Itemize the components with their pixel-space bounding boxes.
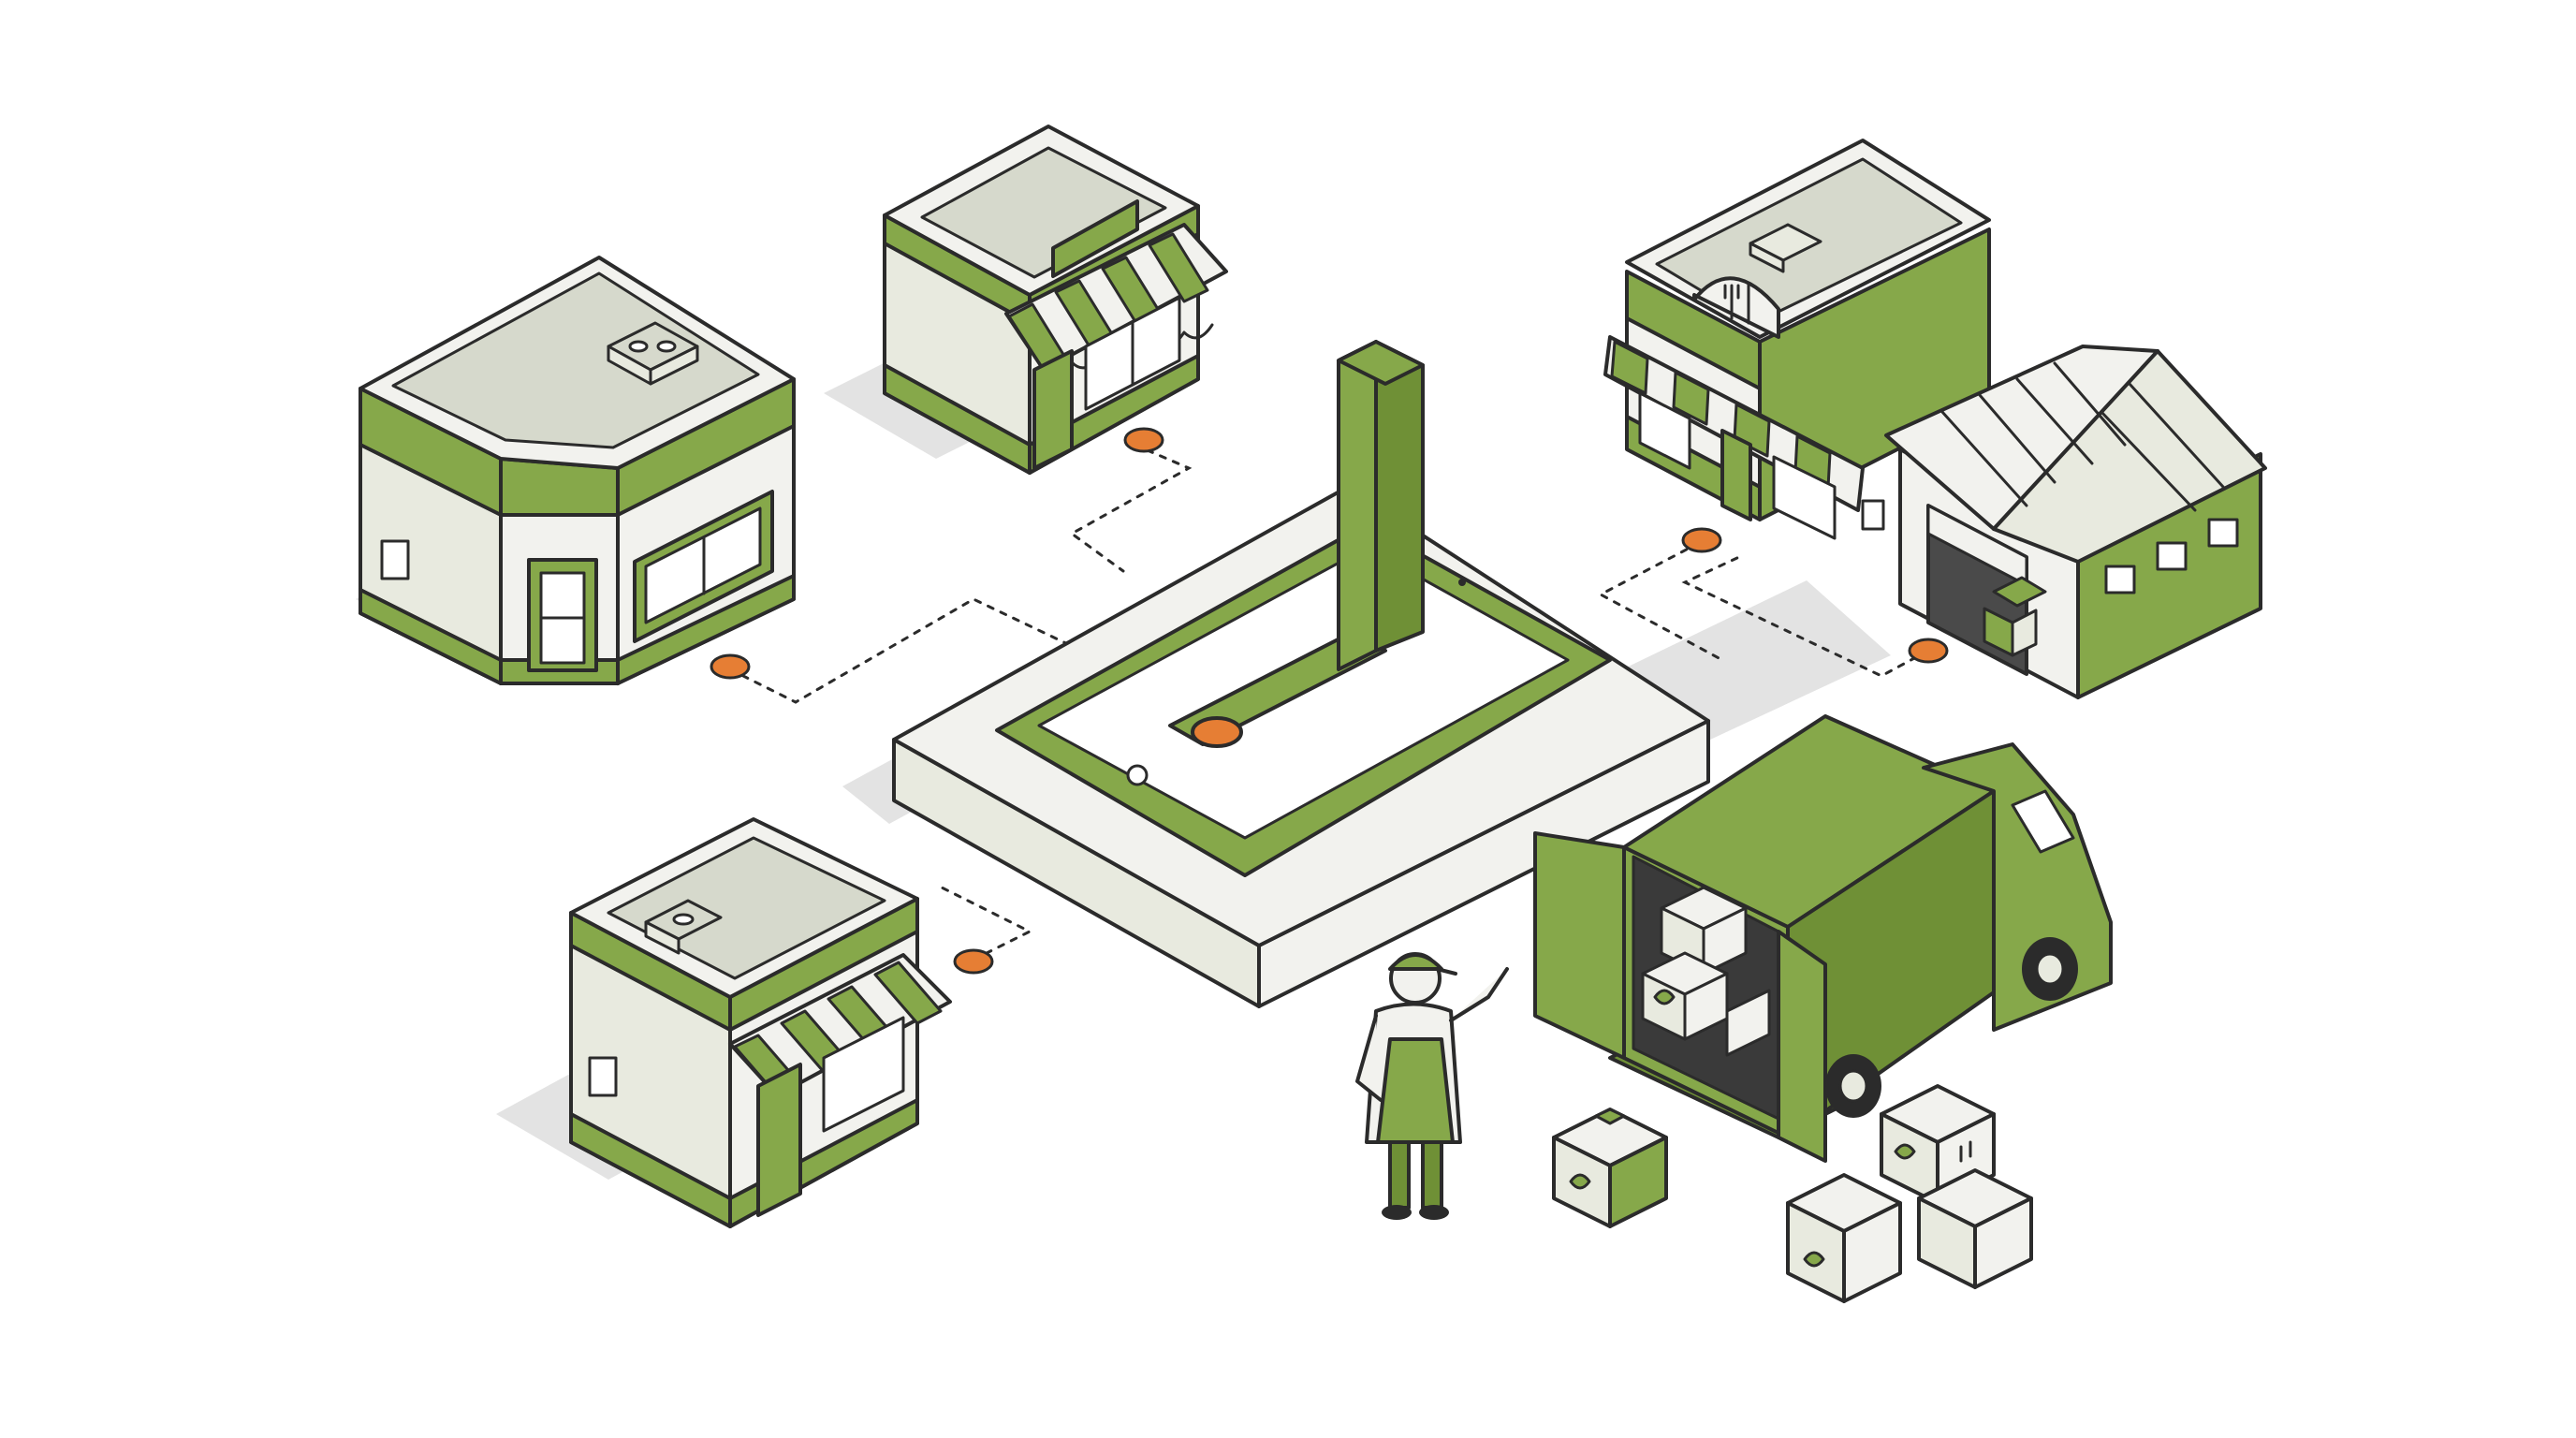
leaf-icon: [1894, 1143, 1916, 1160]
leaf-icon: [1803, 1251, 1825, 1268]
leaf-icon: [1569, 1173, 1591, 1190]
warehouse: [1884, 345, 2267, 699]
pin-dot: [1191, 716, 1243, 748]
this-side-up-icon: [1959, 1140, 1972, 1163]
awning-shop: [883, 125, 1228, 475]
network-nodes: [710, 427, 1949, 975]
delivery-worker: [1355, 952, 1509, 1220]
small-shop: [569, 817, 952, 1228]
leaf-icon: [1653, 989, 1676, 1005]
restaurant: [1603, 139, 1991, 540]
cardboard-boxes: [1552, 1084, 2033, 1303]
connector-lines: [728, 443, 1930, 961]
corner-store: [359, 256, 796, 685]
fork-knife-icon: [1723, 282, 1750, 325]
delivery-truck: [1533, 714, 2113, 1163]
location-pin: [1168, 340, 1425, 748]
